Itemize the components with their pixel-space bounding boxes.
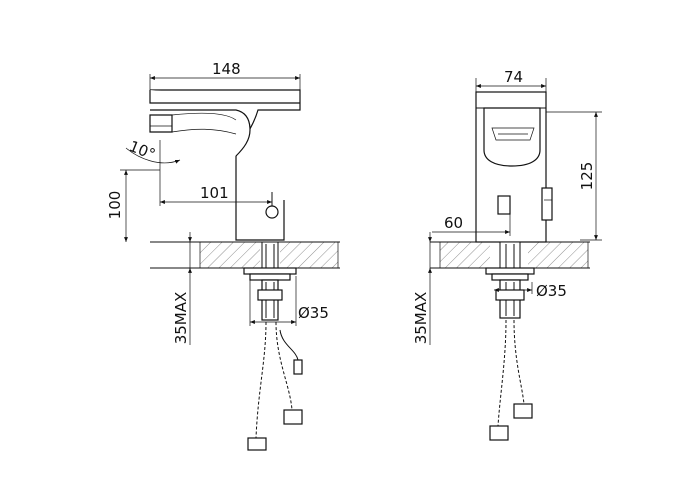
side-view: 74 125 60 Ø35 35MAX xyxy=(412,68,602,441)
side-max-thickness-label: 35MAX xyxy=(412,292,430,345)
side-width-label: 74 xyxy=(504,68,523,86)
front-max-thickness-label: 35MAX xyxy=(172,292,190,345)
front-width-label: 148 xyxy=(212,60,241,78)
side-offset-label: 60 xyxy=(444,214,463,232)
front-countertop xyxy=(150,241,340,269)
front-angle-label: 10° xyxy=(127,137,158,164)
side-supply-hoses xyxy=(489,319,533,441)
side-hole-diameter-label: Ø35 xyxy=(536,282,567,300)
front-height-label: 100 xyxy=(106,191,124,220)
front-supply-hoses xyxy=(247,321,303,451)
side-faucet-body xyxy=(475,91,553,243)
front-view: 148 100 101 10° Ø35 35MAX xyxy=(106,60,340,451)
side-countertop xyxy=(430,241,590,269)
front-reach-label: 101 xyxy=(200,184,229,202)
front-tail-pipe xyxy=(243,241,297,321)
side-tail-pipe xyxy=(485,241,535,319)
front-faucet-body xyxy=(149,89,301,241)
front-dimensions xyxy=(120,74,301,345)
front-hole-diameter-label: Ø35 xyxy=(298,304,329,322)
side-dimensions xyxy=(428,78,602,345)
side-height-label: 125 xyxy=(578,162,596,191)
